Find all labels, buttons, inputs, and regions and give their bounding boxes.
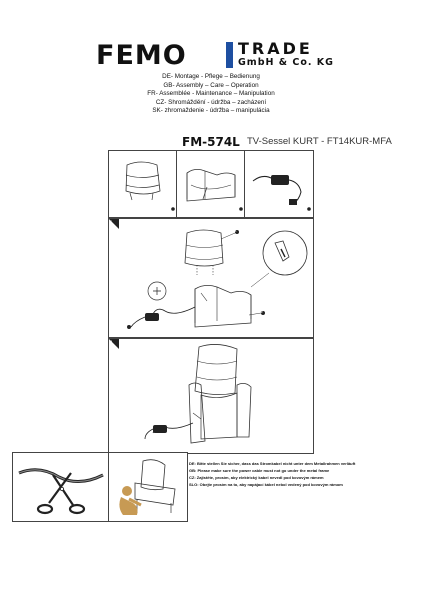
language-line-fr: FR- Assemblée - Maintenance – Manipulati…	[147, 90, 275, 98]
part-label-2: 2	[238, 205, 240, 209]
step-1-panel: 1 1 2	[108, 218, 314, 338]
cable-and-scissors-illustration	[18, 468, 104, 515]
part-box-base: 2	[176, 150, 246, 218]
step-2-panel: 2	[108, 338, 314, 454]
language-line-sk: SK- zhromaždenie - údržba – manipulácia	[152, 107, 270, 115]
part-label-3: 3	[306, 205, 308, 209]
step-2-number: 2	[110, 339, 113, 344]
adapter-body	[271, 175, 289, 185]
brand-logo-femo: FEMO	[96, 40, 187, 71]
person-under-chair-illustration	[119, 459, 176, 515]
warning-cz: CZ: Zajistěte, prosím, aby elektrický ka…	[189, 475, 324, 480]
part-label-1: 1	[170, 205, 172, 209]
power-adapter-illustration	[252, 175, 311, 211]
brand-logo-company: GmbH & Co. KG	[238, 57, 334, 68]
warning-de: DE: Bitte stellen Sie sicher, dass das S…	[189, 461, 356, 466]
person-head	[122, 486, 132, 496]
language-line-cz: CZ- Shromáždění - údržba – zacházení	[155, 98, 267, 106]
backrest-illustration	[125, 161, 175, 211]
step-1-number: 1	[110, 219, 113, 224]
product-model: FM-574L	[182, 135, 240, 149]
warning-cable-cut-panel	[12, 452, 110, 522]
chair-base-illustration	[186, 169, 243, 211]
warning-gb: GB: Please make sure the power cable mus…	[189, 468, 330, 473]
brand-logo-trade: TRADE	[238, 39, 313, 58]
step-1-callout-1: 1	[235, 229, 237, 233]
step-1-callout-2: 2	[261, 310, 263, 314]
language-headings: DE- Montage - Pflege – Bedienung GB- Ass…	[0, 73, 422, 116]
language-line-gb: GB- Assembly – Care – Operation	[163, 81, 259, 89]
part-box-backrest: 1	[108, 150, 178, 218]
part-box-power-supply: 3	[244, 150, 314, 218]
warning-slo: SLO: Obejte prosím na to, aby napájací k…	[189, 482, 343, 487]
step-1-illustration	[109, 219, 308, 329]
warning-notes: DE: Bitte stellen Sie sicher, dass das S…	[189, 460, 355, 488]
adapter-plug	[289, 199, 297, 205]
warning-frame-panel	[108, 452, 188, 522]
language-line-de: DE- Montage - Pflege – Bedienung	[162, 73, 260, 80]
step-2-assembled-chair	[109, 339, 252, 444]
product-name: TV-Sessel KURT - FT14KUR-MFA	[247, 136, 392, 147]
brand-logo-bar	[226, 42, 233, 68]
